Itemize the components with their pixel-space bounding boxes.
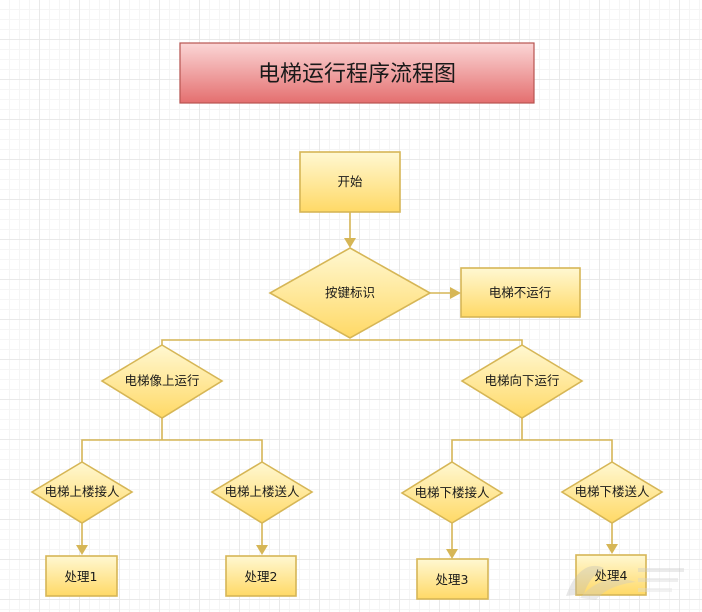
arrow-p4 xyxy=(606,544,618,554)
node-elevator-idle[interactable]: 电梯不运行 xyxy=(460,267,581,318)
node-process3[interactable]: 处理3 xyxy=(416,558,489,600)
diagram-title: 电梯运行程序流程图 xyxy=(258,62,456,87)
node-elevator-idle-label: 电梯不运行 xyxy=(489,285,552,300)
node-down-dropoff-label: 电梯下楼送人 xyxy=(574,484,650,499)
node-down-pickup-label: 电梯下楼接人 xyxy=(414,485,490,500)
title-box[interactable]: 电梯运行程序流程图 xyxy=(179,42,535,104)
node-process2[interactable]: 处理2 xyxy=(225,555,297,597)
node-up-dropoff[interactable]: 电梯上楼送人 xyxy=(210,461,314,524)
arrow-flag-to-idle xyxy=(450,287,461,299)
edge-flag-to-up xyxy=(161,339,350,348)
node-process4-label: 处理4 xyxy=(595,568,628,583)
node-going-down[interactable]: 电梯向下运行 xyxy=(460,344,584,419)
node-process1-label: 处理1 xyxy=(65,569,98,584)
node-start-label: 开始 xyxy=(337,174,363,189)
node-process2-label: 处理2 xyxy=(245,569,278,584)
arrow-p2 xyxy=(256,545,268,555)
node-button-flag[interactable]: 按键标识 xyxy=(268,247,432,339)
node-up-pickup[interactable]: 电梯上楼接人 xyxy=(30,461,134,524)
edge-down-split xyxy=(451,439,613,462)
node-down-dropoff[interactable]: 电梯下楼送人 xyxy=(560,461,664,524)
node-process1[interactable]: 处理1 xyxy=(45,555,118,597)
node-up-dropoff-label: 电梯上楼送人 xyxy=(224,484,300,499)
watermark-logo-icon xyxy=(566,565,684,600)
arrow-start-to-flag xyxy=(344,238,356,248)
node-button-flag-label: 按键标识 xyxy=(325,285,375,300)
node-going-up[interactable]: 电梯像上运行 xyxy=(100,344,224,419)
arrow-p3 xyxy=(446,549,458,559)
node-down-pickup[interactable]: 电梯下楼接人 xyxy=(400,461,504,524)
edge-flag-to-down xyxy=(350,339,523,348)
node-process4[interactable]: 处理4 xyxy=(575,554,647,596)
node-going-down-label: 电梯向下运行 xyxy=(484,373,559,388)
node-up-pickup-label: 电梯上楼接人 xyxy=(44,484,120,499)
node-start[interactable]: 开始 xyxy=(299,151,401,213)
node-going-up-label: 电梯像上运行 xyxy=(124,373,199,388)
node-process3-label: 处理3 xyxy=(436,572,469,587)
arrow-p1 xyxy=(76,545,88,555)
edge-up-split xyxy=(81,439,263,462)
